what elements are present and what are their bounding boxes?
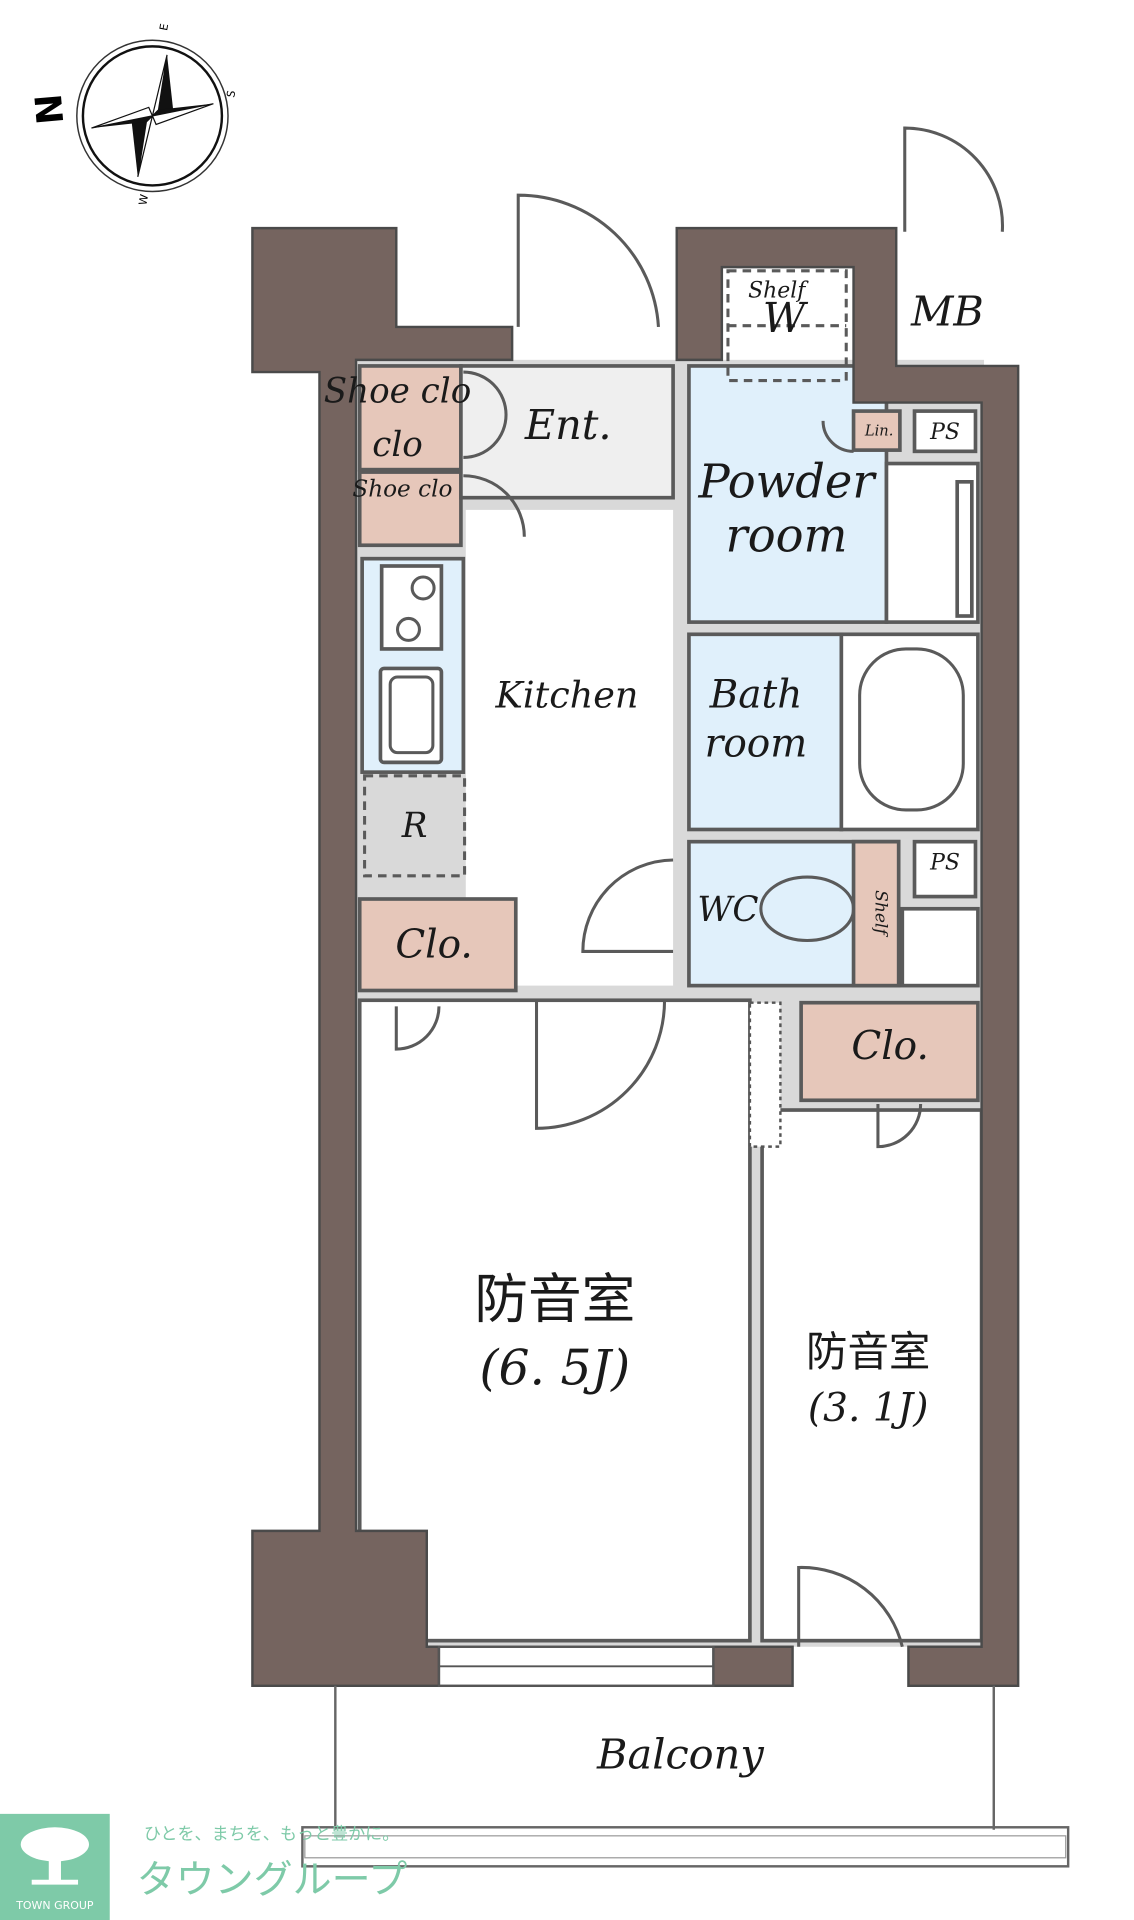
wc-shelf	[851, 839, 901, 988]
powder-room-label: Powder	[697, 455, 877, 509]
bathroom-label: Bath	[709, 672, 803, 717]
wall-left	[251, 226, 514, 1688]
compass-west-label: W	[136, 193, 151, 206]
balcony-label: Balcony	[596, 1731, 764, 1779]
wc-shelf-label: Shelf	[870, 890, 890, 937]
compass-south-label: S	[224, 89, 238, 98]
kitchen-label: Kitchen	[495, 673, 639, 716]
room-small-door[interactable]	[797, 1565, 904, 1648]
pipe-space-2	[912, 839, 978, 899]
logo-brand-jp: タウングループ	[137, 1858, 408, 1903]
logo-tagline: ひとを、まちを、もっと豊かに。	[144, 1824, 399, 1844]
linen-door[interactable]	[821, 420, 854, 453]
logo-brand-en: TOWN GROUP	[15, 1899, 94, 1912]
refrigerator-space	[363, 774, 467, 878]
compass-north-label: N	[27, 92, 72, 126]
linen-label: Lin.	[864, 422, 893, 439]
room-large-name-label: 防音室	[474, 1267, 635, 1330]
bathtub	[839, 632, 980, 832]
shoe-closet-door[interactable]	[463, 370, 508, 459]
room-small-size-label: (3. 1J)	[808, 1386, 929, 1431]
compass-east-label: E	[157, 22, 171, 31]
closet-right-label: Clo.	[851, 1024, 929, 1069]
soundproof-room-small	[760, 1108, 984, 1643]
powder-room	[687, 364, 889, 624]
room-large-size-label: (6. 5J)	[479, 1339, 630, 1396]
closet-left-label: Clo.	[395, 923, 473, 968]
entrance-label: Ent.	[524, 401, 612, 449]
closet-right-door[interactable]	[876, 1103, 923, 1149]
wall-right	[675, 226, 1020, 1688]
refrigerator-label: R	[401, 806, 428, 846]
pipe-space-1	[912, 409, 978, 454]
entrance-door[interactable]	[516, 193, 660, 328]
bathroom	[687, 632, 844, 832]
shelf-top-label: Shelf	[748, 279, 809, 304]
room-small-name-label: 防音室	[806, 1328, 930, 1376]
shoe-closet-2-door[interactable]	[463, 474, 526, 537]
shoe-closet-2	[357, 470, 463, 548]
bathroom-label-2: room	[705, 721, 808, 766]
washer-label: W	[763, 294, 809, 342]
closet-left	[357, 897, 518, 993]
sink-icon	[378, 666, 444, 765]
shoe-closet-2-label: Shoe clo	[352, 475, 452, 502]
shoe-closet-1-label: Shoe clo	[324, 372, 471, 412]
shoe-closet-1-label-2: clo	[372, 425, 423, 465]
pipe-space-1-label: PS	[929, 420, 960, 445]
closet-right	[799, 1000, 980, 1103]
room-large-door[interactable]	[534, 1000, 667, 1130]
meter-box-door[interactable]	[903, 126, 1005, 232]
balcony	[301, 1685, 1070, 1868]
wall-bottom	[712, 1645, 794, 1688]
closet-left-door[interactable]	[394, 1006, 441, 1051]
toilet-icon	[759, 875, 856, 943]
wc-door[interactable]	[581, 858, 674, 953]
compass-icon: N E S W	[27, 22, 238, 206]
wc-label: WC	[697, 890, 758, 930]
powder-room-label-2: room	[726, 508, 848, 562]
linen-closet	[851, 409, 902, 452]
hatched-strip	[748, 1001, 782, 1148]
pipe-space-2-label: PS	[929, 851, 960, 876]
meter-box-label: MB	[910, 288, 984, 336]
stove-icon	[379, 564, 444, 651]
town-group-logo: TOWN GROUP ひとを、まちを、もっと豊かに。 タウングループ	[0, 1813, 408, 1920]
